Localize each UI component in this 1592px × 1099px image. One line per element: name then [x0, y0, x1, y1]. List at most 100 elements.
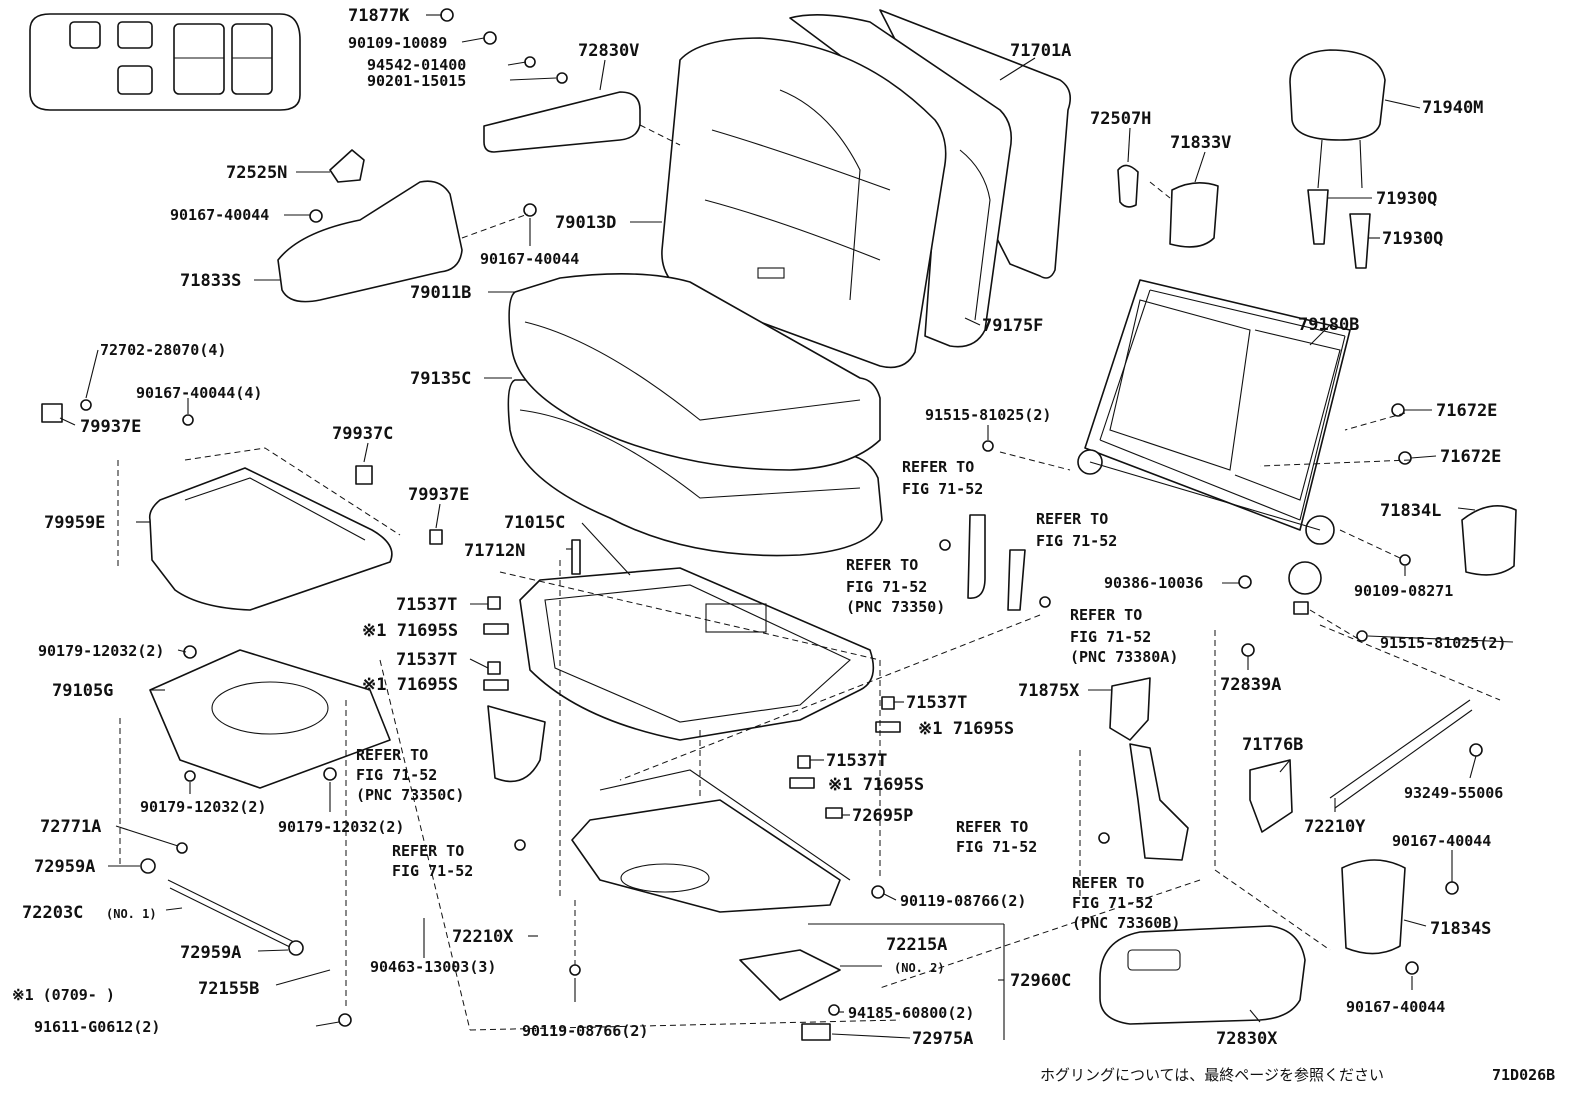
refer-note-4-line-1: REFER TO	[1070, 606, 1142, 624]
label-72839a: 72839A	[1220, 675, 1281, 695]
label-72975a: 72975A	[912, 1029, 973, 1049]
knob-72507h	[1117, 164, 1139, 208]
refer-note-4-line-3: (PNC 73380A)	[1070, 648, 1178, 666]
refer-note-5-line-1: REFER TO	[356, 746, 428, 764]
label-71833s: 71833S	[180, 271, 241, 291]
refer-note-2-line-2: FIG 71-52	[1036, 532, 1117, 550]
belt-anchor-73360b	[1129, 743, 1189, 861]
label-72959a-b: 72959A	[180, 943, 241, 963]
label-71695s-b: ※1 71695S	[362, 675, 458, 695]
refer-note-1-line-2: FIG 71-52	[902, 480, 983, 498]
label-72959a-a: 72959A	[34, 857, 95, 877]
seat-frame-79180b	[1077, 279, 1351, 595]
label-71834s: 71834S	[1430, 919, 1491, 939]
headrest-71940m	[1289, 49, 1386, 269]
belt-anchor-73350c	[487, 705, 546, 783]
label-72215a: 72215A	[886, 935, 947, 955]
label-72210y: 72210Y	[1304, 817, 1366, 837]
footnote-marker: ※1 (0709- )	[12, 986, 115, 1004]
leader-lines	[59, 14, 1514, 1040]
bracket-71875x	[1109, 677, 1151, 741]
label-90201-15015: 90201-15015	[367, 72, 466, 90]
refer-note-8-line-1: REFER TO	[1072, 874, 1144, 892]
label-90179-12032-a: 90179-12032(2)	[38, 642, 164, 660]
label-90463-13003: 90463-13003(3)	[370, 958, 496, 976]
label-79011b: 79011B	[410, 283, 471, 303]
label-90167-40044-c: 90167-40044	[1392, 832, 1491, 850]
cover-71834s	[1341, 859, 1406, 955]
cable-72203c	[167, 879, 301, 953]
label-71930q-a: 71930Q	[1376, 189, 1437, 209]
label-71834l: 71834L	[1380, 501, 1441, 521]
frame-71015c	[519, 567, 875, 741]
label-91611-g0612: 91611-G0612(2)	[34, 1018, 160, 1036]
label-71t76b: 71T76B	[1242, 735, 1303, 755]
fasteners	[41, 8, 1483, 1041]
cover-71833v	[1169, 182, 1219, 248]
refer-note-2-line-1: REFER TO	[1036, 510, 1108, 528]
label-90109-10089: 90109-10089	[348, 34, 447, 52]
label-79959e: 79959E	[44, 513, 105, 533]
label-93249-55006: 93249-55006	[1404, 784, 1503, 802]
label-72507h: 72507H	[1090, 109, 1151, 129]
label-72155b: 72155B	[198, 979, 259, 999]
label-72203c: 72203C	[22, 903, 83, 923]
label-79937e-a: 79937E	[80, 417, 141, 437]
refer-note-1-line-1: REFER TO	[902, 458, 974, 476]
label-71701a: 71701A	[1010, 41, 1071, 61]
belt-anchor-73350	[967, 514, 986, 599]
part-labels: 71877K 90109-10089 94542-01400 90201-150…	[22, 6, 1506, 1049]
label-71537t-d: 71537T	[826, 751, 887, 771]
rail-frame-72960c	[571, 799, 841, 913]
label-94185-60800: 94185-60800(2)	[848, 1004, 974, 1022]
refer-note-7-line-2: FIG 71-52	[956, 838, 1037, 856]
label-72771a: 72771A	[40, 817, 101, 837]
clip-72525n	[329, 149, 365, 183]
label-71015c: 71015C	[504, 513, 565, 533]
label-90119-08766-b: 90119-08766(2)	[522, 1022, 648, 1040]
label-79105g: 79105G	[52, 681, 113, 701]
label-71537t-c: 71537T	[906, 693, 967, 713]
label-90167-40044-4: 90167-40044(4)	[136, 384, 262, 402]
refer-note-6-line-2: FIG 71-52	[392, 862, 473, 880]
refer-note-8-line-3: (PNC 73360B)	[1072, 914, 1180, 932]
label-72203c-note: (NO. 1)	[106, 907, 157, 921]
label-71930q-b: 71930Q	[1382, 229, 1443, 249]
refer-note-3-line-2: FIG 71-52	[846, 578, 927, 596]
label-90167-40044-a: 90167-40044	[170, 206, 269, 224]
label-72210x: 72210X	[452, 927, 514, 947]
refer-note-7-line-1: REFER TO	[956, 818, 1028, 836]
refer-note-3-line-1: REFER TO	[846, 556, 918, 574]
label-79013d: 79013D	[555, 213, 616, 233]
label-71672e-b: 71672E	[1440, 447, 1501, 467]
label-94542-01400: 94542-01400	[367, 56, 466, 74]
label-71877k: 71877K	[348, 6, 410, 26]
label-72830x: 72830X	[1216, 1029, 1278, 1049]
label-91515-81025-a: 91515-81025(2)	[925, 406, 1051, 424]
label-72830v: 72830V	[578, 41, 639, 61]
refer-note-3-line-3: (PNC 73350)	[846, 598, 945, 616]
label-72702-28070: 72702-28070(4)	[100, 341, 226, 359]
armrest-72830x	[1099, 925, 1306, 1025]
label-90109-08271: 90109-08271	[1354, 582, 1453, 600]
label-79135c: 79135C	[410, 369, 471, 389]
frame-79105g	[149, 649, 391, 789]
label-72960c: 72960C	[1010, 971, 1071, 991]
label-91515-81025-b: 91515-81025(2)	[1380, 634, 1506, 652]
label-71537t-a: 71537T	[396, 595, 457, 615]
label-79937c: 79937C	[332, 424, 393, 444]
label-72695p: 72695P	[852, 806, 913, 826]
armrest-72830v	[483, 91, 641, 153]
label-90119-08766-a: 90119-08766(2)	[900, 892, 1026, 910]
refer-note-8-line-2: FIG 71-52	[1072, 894, 1153, 912]
seat-cushion-assembly	[507, 267, 883, 557]
label-79180b: 79180B	[1298, 315, 1359, 335]
bracket-71t76b	[1249, 759, 1293, 833]
assembly-dashed-lines	[117, 124, 1501, 1031]
refer-note-4-line-2: FIG 71-52	[1070, 628, 1151, 646]
label-71537t-b: 71537T	[396, 650, 457, 670]
label-72525n: 72525N	[226, 163, 287, 183]
label-71940m: 71940M	[1422, 98, 1483, 118]
label-90167-40044-b: 90167-40044	[480, 250, 579, 268]
